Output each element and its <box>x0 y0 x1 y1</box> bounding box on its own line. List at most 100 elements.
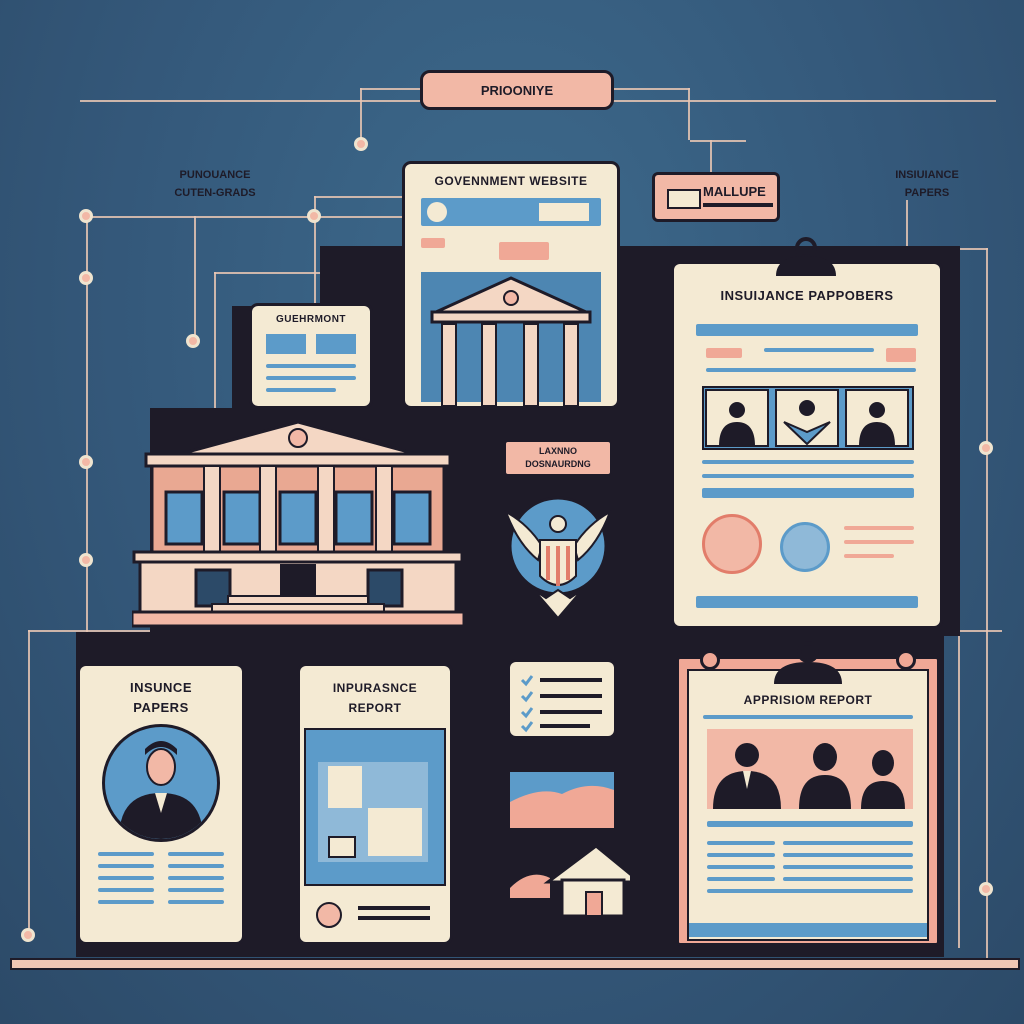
person-icon <box>102 724 220 842</box>
connector-node <box>21 928 35 942</box>
checklist-icon <box>520 675 602 733</box>
text-line <box>707 889 913 893</box>
connector-line <box>608 100 996 102</box>
text-line <box>707 865 775 869</box>
right-caption-line2: PAPERS <box>904 187 950 199</box>
insurance-card-title-line2: PAPERS <box>133 700 189 715</box>
site-header-bar <box>421 198 601 226</box>
text-line <box>886 348 916 362</box>
text-line <box>783 841 913 845</box>
government-panel-title: GUEHRMONT <box>275 314 347 325</box>
right-caption-line1: INSIUIANCE <box>895 169 959 181</box>
text-line <box>98 900 154 904</box>
appraisal-report-board: APPRISIOM REPORT <box>676 656 940 946</box>
center-tag-line2: DOSNAURDNG <box>525 459 591 469</box>
text-line <box>844 526 914 530</box>
connector-line <box>86 216 88 936</box>
connector-line <box>86 216 406 218</box>
connector-line <box>314 196 404 198</box>
connector-node <box>79 209 93 223</box>
government-panel: GUEHRMONT <box>252 306 370 406</box>
text-line <box>168 876 224 880</box>
report-card-title-line1: INPURASNCE <box>332 681 418 695</box>
connector-line <box>690 140 746 142</box>
insurance-papers-card: INSUNCE PAPERS <box>80 666 242 942</box>
text-line <box>421 238 445 248</box>
text-line <box>707 853 775 857</box>
text-line <box>358 916 430 920</box>
person-icon <box>713 743 905 809</box>
floor-strip <box>10 958 1020 970</box>
text-line <box>703 203 773 207</box>
clipboard-clip-icon <box>770 640 846 686</box>
header-box <box>539 203 589 221</box>
text-line <box>98 864 154 868</box>
connector-line <box>214 272 216 412</box>
text-line <box>783 853 913 857</box>
connector-node <box>79 553 93 567</box>
connector-line <box>906 200 908 260</box>
insurance-report-card: INPURASNCE REPORT <box>300 666 450 942</box>
text-line <box>98 852 154 856</box>
report-card-title-line2: REPORT <box>348 701 402 715</box>
header-bar <box>696 324 918 336</box>
text-line <box>707 841 775 845</box>
text-line <box>764 348 874 352</box>
text-line <box>707 821 913 827</box>
site-button <box>499 242 549 260</box>
plan-block <box>328 836 356 858</box>
center-tag-line1: LAXNNO <box>539 446 577 456</box>
eagle-shield-icon <box>498 494 618 622</box>
text-line <box>168 888 224 892</box>
text-line <box>844 554 894 558</box>
connector-node <box>79 271 93 285</box>
connector-line <box>28 630 30 930</box>
seal-icon <box>702 514 762 574</box>
connector-node <box>79 455 93 469</box>
connector-line <box>194 216 196 336</box>
report-image <box>304 728 446 886</box>
clipboard-clip-icon <box>772 236 840 280</box>
left-caption-line1: PUNOUANCE <box>179 169 251 181</box>
top-label-text: PRIOONIYE <box>480 82 554 98</box>
connector-line <box>80 100 420 102</box>
checklist-card <box>510 662 614 736</box>
connector-line <box>360 88 422 90</box>
connector-line <box>940 248 988 250</box>
connector-line <box>214 272 324 274</box>
appraisal-report-sheet: APPRISIOM REPORT <box>687 669 929 941</box>
connector-node <box>979 441 993 455</box>
rivet-icon <box>700 650 720 670</box>
text-line <box>98 888 154 892</box>
panel-box <box>316 334 356 354</box>
connector-node <box>979 882 993 896</box>
malupe-label: MALLUPE <box>703 184 766 199</box>
text-line <box>707 877 775 881</box>
connector-node <box>186 334 200 348</box>
left-caption-line2: CUTEN-GRADS <box>174 187 256 199</box>
text-line <box>702 474 914 478</box>
person-icon <box>705 389 909 447</box>
text-line <box>168 864 224 868</box>
text-line <box>783 865 913 869</box>
text-line <box>358 906 430 910</box>
malupe-tag: MALLUPE <box>652 172 780 222</box>
courthouse-building-icon <box>130 418 466 628</box>
panel-box <box>266 334 306 354</box>
plan-block <box>328 766 362 808</box>
insurance-card-title-line1: INSUNCE <box>129 680 192 695</box>
footer-bar <box>696 596 918 608</box>
center-tag: LAXNNO DOSNAURDNG <box>504 440 612 476</box>
text-line <box>98 876 154 880</box>
seal-icon <box>780 522 830 572</box>
text-line <box>168 900 224 904</box>
portrait-strip <box>702 386 914 450</box>
report-card-title: INPURASNCE REPORT <box>300 678 450 718</box>
connector-line <box>986 248 988 958</box>
right-caption: INSIUIANCE PAPERS <box>872 166 982 202</box>
connector-line <box>688 88 690 140</box>
connector-line <box>608 88 690 90</box>
appraisal-report-title: APPRISIOM REPORT <box>743 693 873 707</box>
text-line <box>844 540 914 544</box>
